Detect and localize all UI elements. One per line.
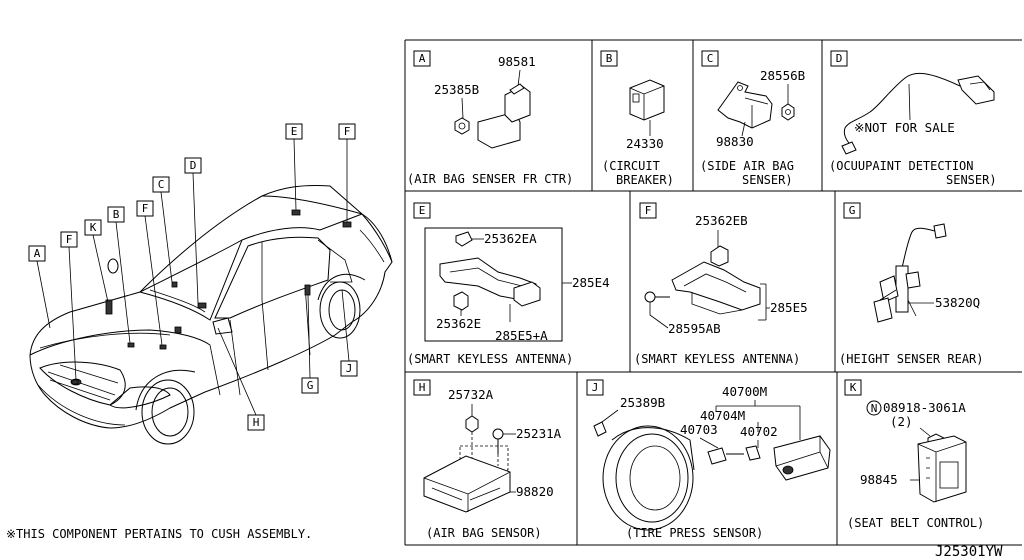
panel-f-letter: F [645,204,652,217]
panel-e: E 25362EA 285E4 25362E 285E5+A (SMART KE… [407,202,610,366]
car-callout-a: A [34,247,41,260]
part-qty-2: (2) [890,414,913,429]
caption-k: (SEAT BELT CONTROL) [847,516,984,530]
panel-d: D ※NOT FOR SALE (OCUUPAINT DETECTION SEN… [829,50,997,187]
car-callout-d: D [190,159,197,172]
car-callout-b: B [113,208,120,221]
part-98581: 98581 [498,54,536,69]
part-285E4: 285E4 [572,275,610,290]
car-callout-k: K [90,221,97,234]
caption-h: (AIR BAG SENSOR) [426,526,542,540]
diagram-id: J25301YW [935,544,1003,560]
car-callout-labels: A F K B F C D E F G J H [34,125,353,429]
panel-j: J 40700M 40704M 25389B 40703 40702 (TIRE… [586,379,831,540]
caption-b-1: (CIRCUIT [602,159,660,173]
part-53820Q: 53820Q [935,295,980,310]
part-n-symbol: N [871,402,878,415]
panel-c: C 28556B 98830 (SIDE AIR BAG SENSER) [700,50,805,187]
car-callout-j: J [346,362,353,375]
caption-a: (AIR BAG SENSER FR CTR) [407,172,573,186]
panel-a-letter: A [419,52,426,65]
panel-c-letter: C [707,52,714,65]
part-24330: 24330 [626,136,664,151]
part-40703: 40703 [680,422,718,437]
panel-grid [404,39,1022,546]
part-25362E: 25362E [436,316,481,331]
part-98830: 98830 [716,134,754,149]
part-40704M: 40704M [700,408,745,423]
car-callout-e: E [291,125,298,138]
car-callout-h: H [253,416,260,429]
panel-a: A 98581 25385B (AIR BAG SENSER FR CTR) [407,50,573,186]
part-25231A: 25231A [516,426,562,441]
car-callout-f3: F [344,125,351,138]
car-callout-g: G [307,379,314,392]
panel-d-letter: D [836,52,843,65]
panel-g: G 53820Q (HEIGHT SENSER REAR) [839,202,984,366]
panel-h-letter: H [419,381,426,394]
panel-f: F 25362EB 285E5 28595AB (SMART KEYLESS A… [634,202,808,366]
part-28595AB: 28595AB [668,321,721,336]
part-40702: 40702 [740,424,778,439]
part-25732A: 25732A [448,387,494,402]
panel-j-letter: J [592,381,599,394]
part-25389B: 25389B [620,395,665,410]
part-98845: 98845 [860,472,898,487]
car-callout-f2: F [142,202,149,215]
part-285E5: 285E5 [770,300,808,315]
caption-d-1: (OCUUPAINT DETECTION [829,159,974,173]
car-illustration [29,185,393,445]
caption-e: (SMART KEYLESS ANTENNA) [407,352,573,366]
part-28556B: 28556B [760,68,805,83]
footnote: ※THIS COMPONENT PERTAINS TO CUSH ASSEMBL… [6,527,312,541]
panel-b: B 24330 (CIRCUIT BREAKER) [600,50,674,187]
part-not-for-sale: ※NOT FOR SALE [854,120,955,135]
part-25362EB: 25362EB [695,213,748,228]
panel-k-letter: K [850,381,857,394]
caption-c-1: (SIDE AIR BAG [700,159,794,173]
part-285E5A: 285E5+A [495,328,548,343]
caption-c-2: SENSER) [742,173,793,187]
panel-b-letter: B [606,52,613,65]
car-callout-boxes [28,123,358,431]
car-callout-f1: F [66,233,73,246]
caption-g: (HEIGHT SENSER REAR) [839,352,984,366]
car-callout-c: C [158,178,165,191]
part-08918-3061A: 08918-3061A [883,400,966,415]
part-98820: 98820 [516,484,554,499]
part-25362EA: 25362EA [484,231,537,246]
panel-e-letter: E [419,204,426,217]
panel-g-letter: G [849,204,856,217]
part-40700M: 40700M [722,384,767,399]
car-callout-lines [36,138,350,416]
caption-d-2: SENSER) [946,173,997,187]
caption-j: (TIRE PRESS SENSOR) [626,526,763,540]
panel-h: H 25732A 25231A 98820 (AIR BAG SENSOR) [413,379,562,540]
panel-k: K N 08918-3061A (2) 98845 (SEAT BELT CON… [844,379,984,530]
caption-b-2: BREAKER) [616,173,674,187]
part-25385B: 25385B [434,82,479,97]
caption-f: (SMART KEYLESS ANTENNA) [634,352,800,366]
